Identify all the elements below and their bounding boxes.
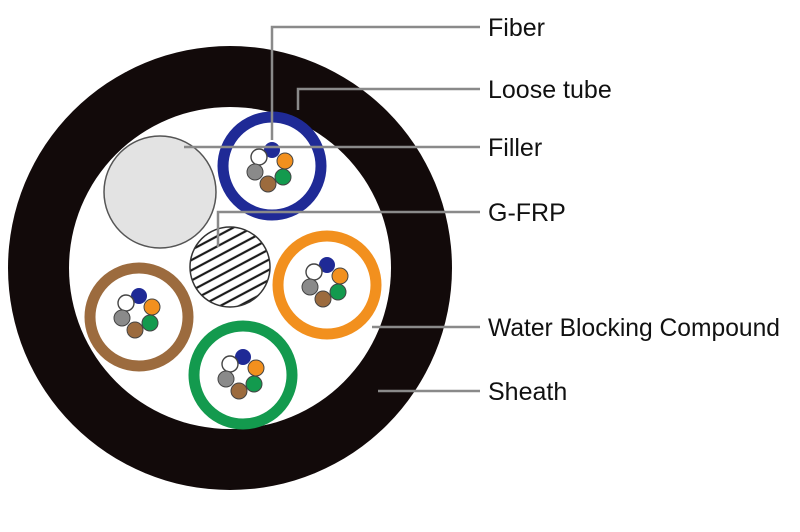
loose-tube-orange [272, 230, 382, 340]
gfrp-strength-member [189, 226, 271, 308]
filler-label: Filler [488, 134, 542, 162]
fiber-leader-line [270, 25, 480, 140]
loose-tube-green [188, 320, 298, 430]
water-blocking-compound-label: Water Blocking Compound [488, 314, 780, 342]
sheath-label: Sheath [488, 378, 567, 406]
filler [103, 135, 217, 249]
loose-tube-leader-line [296, 87, 480, 110]
fiber-label: Fiber [488, 14, 545, 42]
loose-tube-brown [84, 262, 194, 372]
loose-tube-label: Loose tube [488, 76, 612, 104]
gfrp-leader-line [216, 210, 480, 247]
gfrp-label: G-FRP [488, 199, 566, 227]
